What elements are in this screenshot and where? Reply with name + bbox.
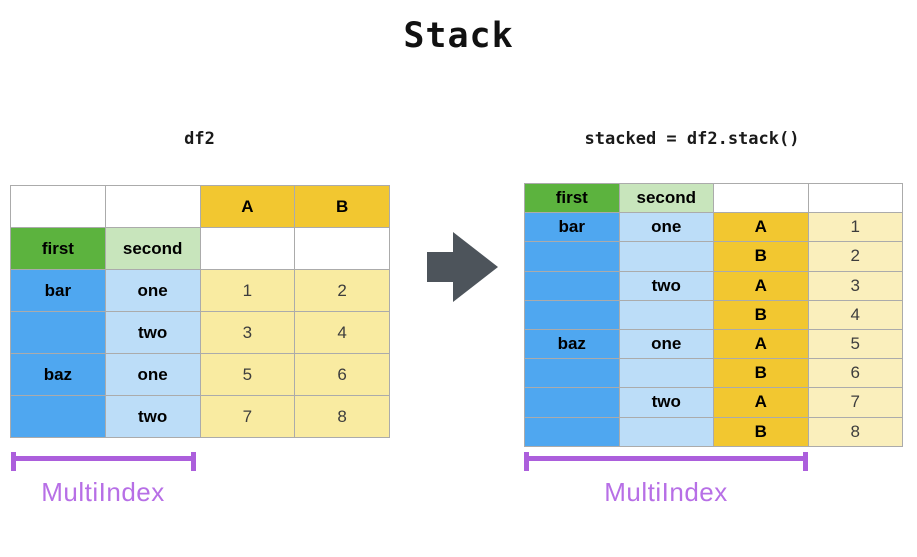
table-cell: baz bbox=[525, 329, 620, 360]
table-cell: one bbox=[105, 270, 201, 312]
right-bracket-cap-start bbox=[524, 452, 529, 471]
table-cell: B bbox=[714, 242, 809, 272]
table-cell: two bbox=[105, 396, 201, 438]
table-cell bbox=[808, 184, 903, 214]
table-cell: second bbox=[619, 184, 714, 214]
table-cell: B bbox=[714, 300, 809, 330]
right-multiindex-label: MultiIndex bbox=[604, 477, 728, 507]
table-cell: A bbox=[714, 388, 809, 418]
right-bracket-cap-end bbox=[803, 452, 808, 471]
table-cell bbox=[619, 242, 714, 272]
table-cell: 8 bbox=[808, 417, 903, 447]
right-table-caption: stacked = df2.stack() bbox=[584, 129, 800, 149]
table-cell: one bbox=[105, 354, 201, 396]
left-bracket-cap-end bbox=[191, 452, 196, 471]
table-cell: 1 bbox=[200, 270, 296, 312]
table-cell: B bbox=[714, 417, 809, 447]
right-arrow-head-icon bbox=[453, 232, 498, 302]
table-cell: 5 bbox=[808, 329, 903, 360]
table-cell: B bbox=[714, 359, 809, 389]
table-cell: first bbox=[525, 184, 620, 214]
right-multiindex-bracket bbox=[524, 456, 808, 461]
table-cell: baz bbox=[11, 354, 106, 396]
table-cell bbox=[619, 359, 714, 389]
table-cell: 4 bbox=[295, 312, 390, 354]
table-cell: 4 bbox=[808, 300, 903, 330]
table-cell: one bbox=[619, 329, 714, 360]
table-cell bbox=[11, 186, 106, 228]
table-cell: second bbox=[105, 228, 201, 270]
table-cell: B bbox=[295, 186, 390, 228]
table-cell bbox=[200, 228, 296, 270]
table-cell: 2 bbox=[295, 270, 390, 312]
table-cell bbox=[525, 271, 620, 301]
right-arrow-icon bbox=[427, 252, 454, 282]
table-cell: 7 bbox=[200, 396, 296, 438]
table-cell: two bbox=[619, 271, 714, 301]
table-cell bbox=[525, 359, 620, 389]
table-cell: 8 bbox=[295, 396, 390, 438]
diagram-title: Stack bbox=[403, 16, 514, 56]
table-cell: bar bbox=[525, 213, 620, 243]
table-cell: bar bbox=[11, 270, 106, 312]
table-cell bbox=[525, 300, 620, 330]
table-cell: 7 bbox=[808, 388, 903, 418]
table-cell bbox=[105, 186, 201, 228]
table-cell bbox=[619, 417, 714, 447]
table-cell: 2 bbox=[808, 242, 903, 272]
left-multiindex-bracket bbox=[11, 456, 196, 461]
table-cell: 6 bbox=[808, 359, 903, 389]
left-bracket-cap-start bbox=[11, 452, 16, 471]
table-cell bbox=[11, 312, 106, 354]
table-cell bbox=[525, 388, 620, 418]
table-cell bbox=[525, 417, 620, 447]
table-cell bbox=[714, 184, 809, 214]
table-cell: A bbox=[714, 213, 809, 243]
table-cell bbox=[11, 396, 106, 438]
table-cell: 3 bbox=[200, 312, 296, 354]
left-multiindex-label: MultiIndex bbox=[41, 477, 165, 507]
table-cell: 5 bbox=[200, 354, 296, 396]
table-cell: A bbox=[714, 329, 809, 360]
table-cell: two bbox=[105, 312, 201, 354]
table-cell: one bbox=[619, 213, 714, 243]
table-cell: 1 bbox=[808, 213, 903, 243]
table-cell bbox=[295, 228, 390, 270]
table-cell bbox=[619, 300, 714, 330]
table-cell: 6 bbox=[295, 354, 390, 396]
table-cell: A bbox=[200, 186, 296, 228]
table-cell: two bbox=[619, 388, 714, 418]
table-cell: 3 bbox=[808, 271, 903, 301]
left-table-caption: df2 bbox=[184, 129, 215, 149]
table-cell: first bbox=[11, 228, 106, 270]
table-cell bbox=[525, 242, 620, 272]
table-cell: A bbox=[714, 271, 809, 301]
